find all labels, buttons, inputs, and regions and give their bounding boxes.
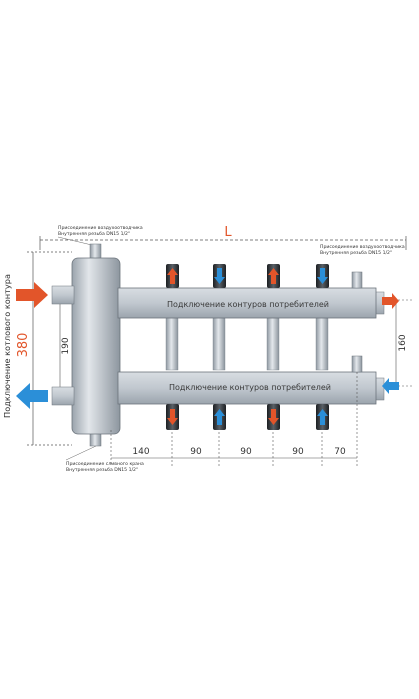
arrow-down-icon bbox=[317, 268, 328, 284]
spacing-dimension-chain bbox=[110, 372, 358, 466]
arrow-down-icon bbox=[167, 409, 178, 425]
dimension-70: 70 bbox=[334, 447, 346, 457]
bottom-outlets bbox=[166, 404, 329, 430]
consumers-bottom-label: Подключение контуров потребителей bbox=[169, 383, 331, 392]
boiler-circuit-label: Подключение котлового контура bbox=[2, 274, 12, 418]
top-outlets bbox=[166, 264, 329, 288]
arrow-right-icon bbox=[16, 282, 48, 308]
air-vent-left-leader bbox=[57, 236, 97, 247]
arrow-left-icon bbox=[382, 378, 399, 394]
dimension-90-b: 90 bbox=[240, 447, 252, 457]
bypass-pipes bbox=[165, 317, 329, 371]
overall-length-label: L bbox=[224, 225, 232, 240]
drain-note-2: Внутренняя резьба DN15 1/2" bbox=[66, 467, 138, 473]
hydraulic-separator bbox=[71, 257, 121, 435]
boiler-height-dimension bbox=[27, 251, 72, 446]
boiler-height-label: 380 bbox=[16, 333, 31, 358]
arrow-up-icon bbox=[167, 268, 178, 284]
arrow-left-icon bbox=[16, 383, 48, 409]
consumers-top-label: Подключение контуров потребителей bbox=[167, 300, 329, 309]
dimension-140: 140 bbox=[132, 447, 149, 457]
bottom-manifold bbox=[117, 371, 377, 405]
air-vent-right-note-2: Внутренняя резьба DN15 1/2" bbox=[320, 250, 392, 256]
dimension-90-a: 90 bbox=[190, 447, 202, 457]
arrow-up-icon bbox=[317, 409, 328, 425]
drain-note-1: Присоединение сливного крана bbox=[66, 461, 144, 467]
air-vent-left-note-2: Внутренняя резьба DN15 1/2" bbox=[58, 231, 130, 237]
arrow-up-icon bbox=[214, 409, 225, 425]
dimension-90-c: 90 bbox=[292, 447, 304, 457]
right-height-label: 160 bbox=[398, 334, 408, 351]
boiler-supply-nozzle bbox=[51, 285, 75, 305]
air-vent-left-note-1: Присоединение воздухоотводчика bbox=[58, 225, 143, 231]
top-air-vent-socket bbox=[351, 271, 363, 289]
top-manifold bbox=[117, 287, 377, 319]
arrow-right-icon bbox=[382, 293, 399, 309]
boiler-return-nozzle bbox=[51, 386, 75, 406]
drain-leader bbox=[65, 445, 97, 461]
overall-length-dimension bbox=[39, 236, 407, 250]
air-vent-right-note-1: Присоединение воздухоотводчика bbox=[320, 244, 405, 250]
arrow-down-icon bbox=[268, 409, 279, 425]
pipe-spacing-label: 190 bbox=[61, 337, 71, 354]
bottom-air-vent-socket bbox=[351, 355, 363, 373]
arrow-up-icon bbox=[268, 268, 279, 284]
arrow-down-icon bbox=[214, 268, 225, 284]
